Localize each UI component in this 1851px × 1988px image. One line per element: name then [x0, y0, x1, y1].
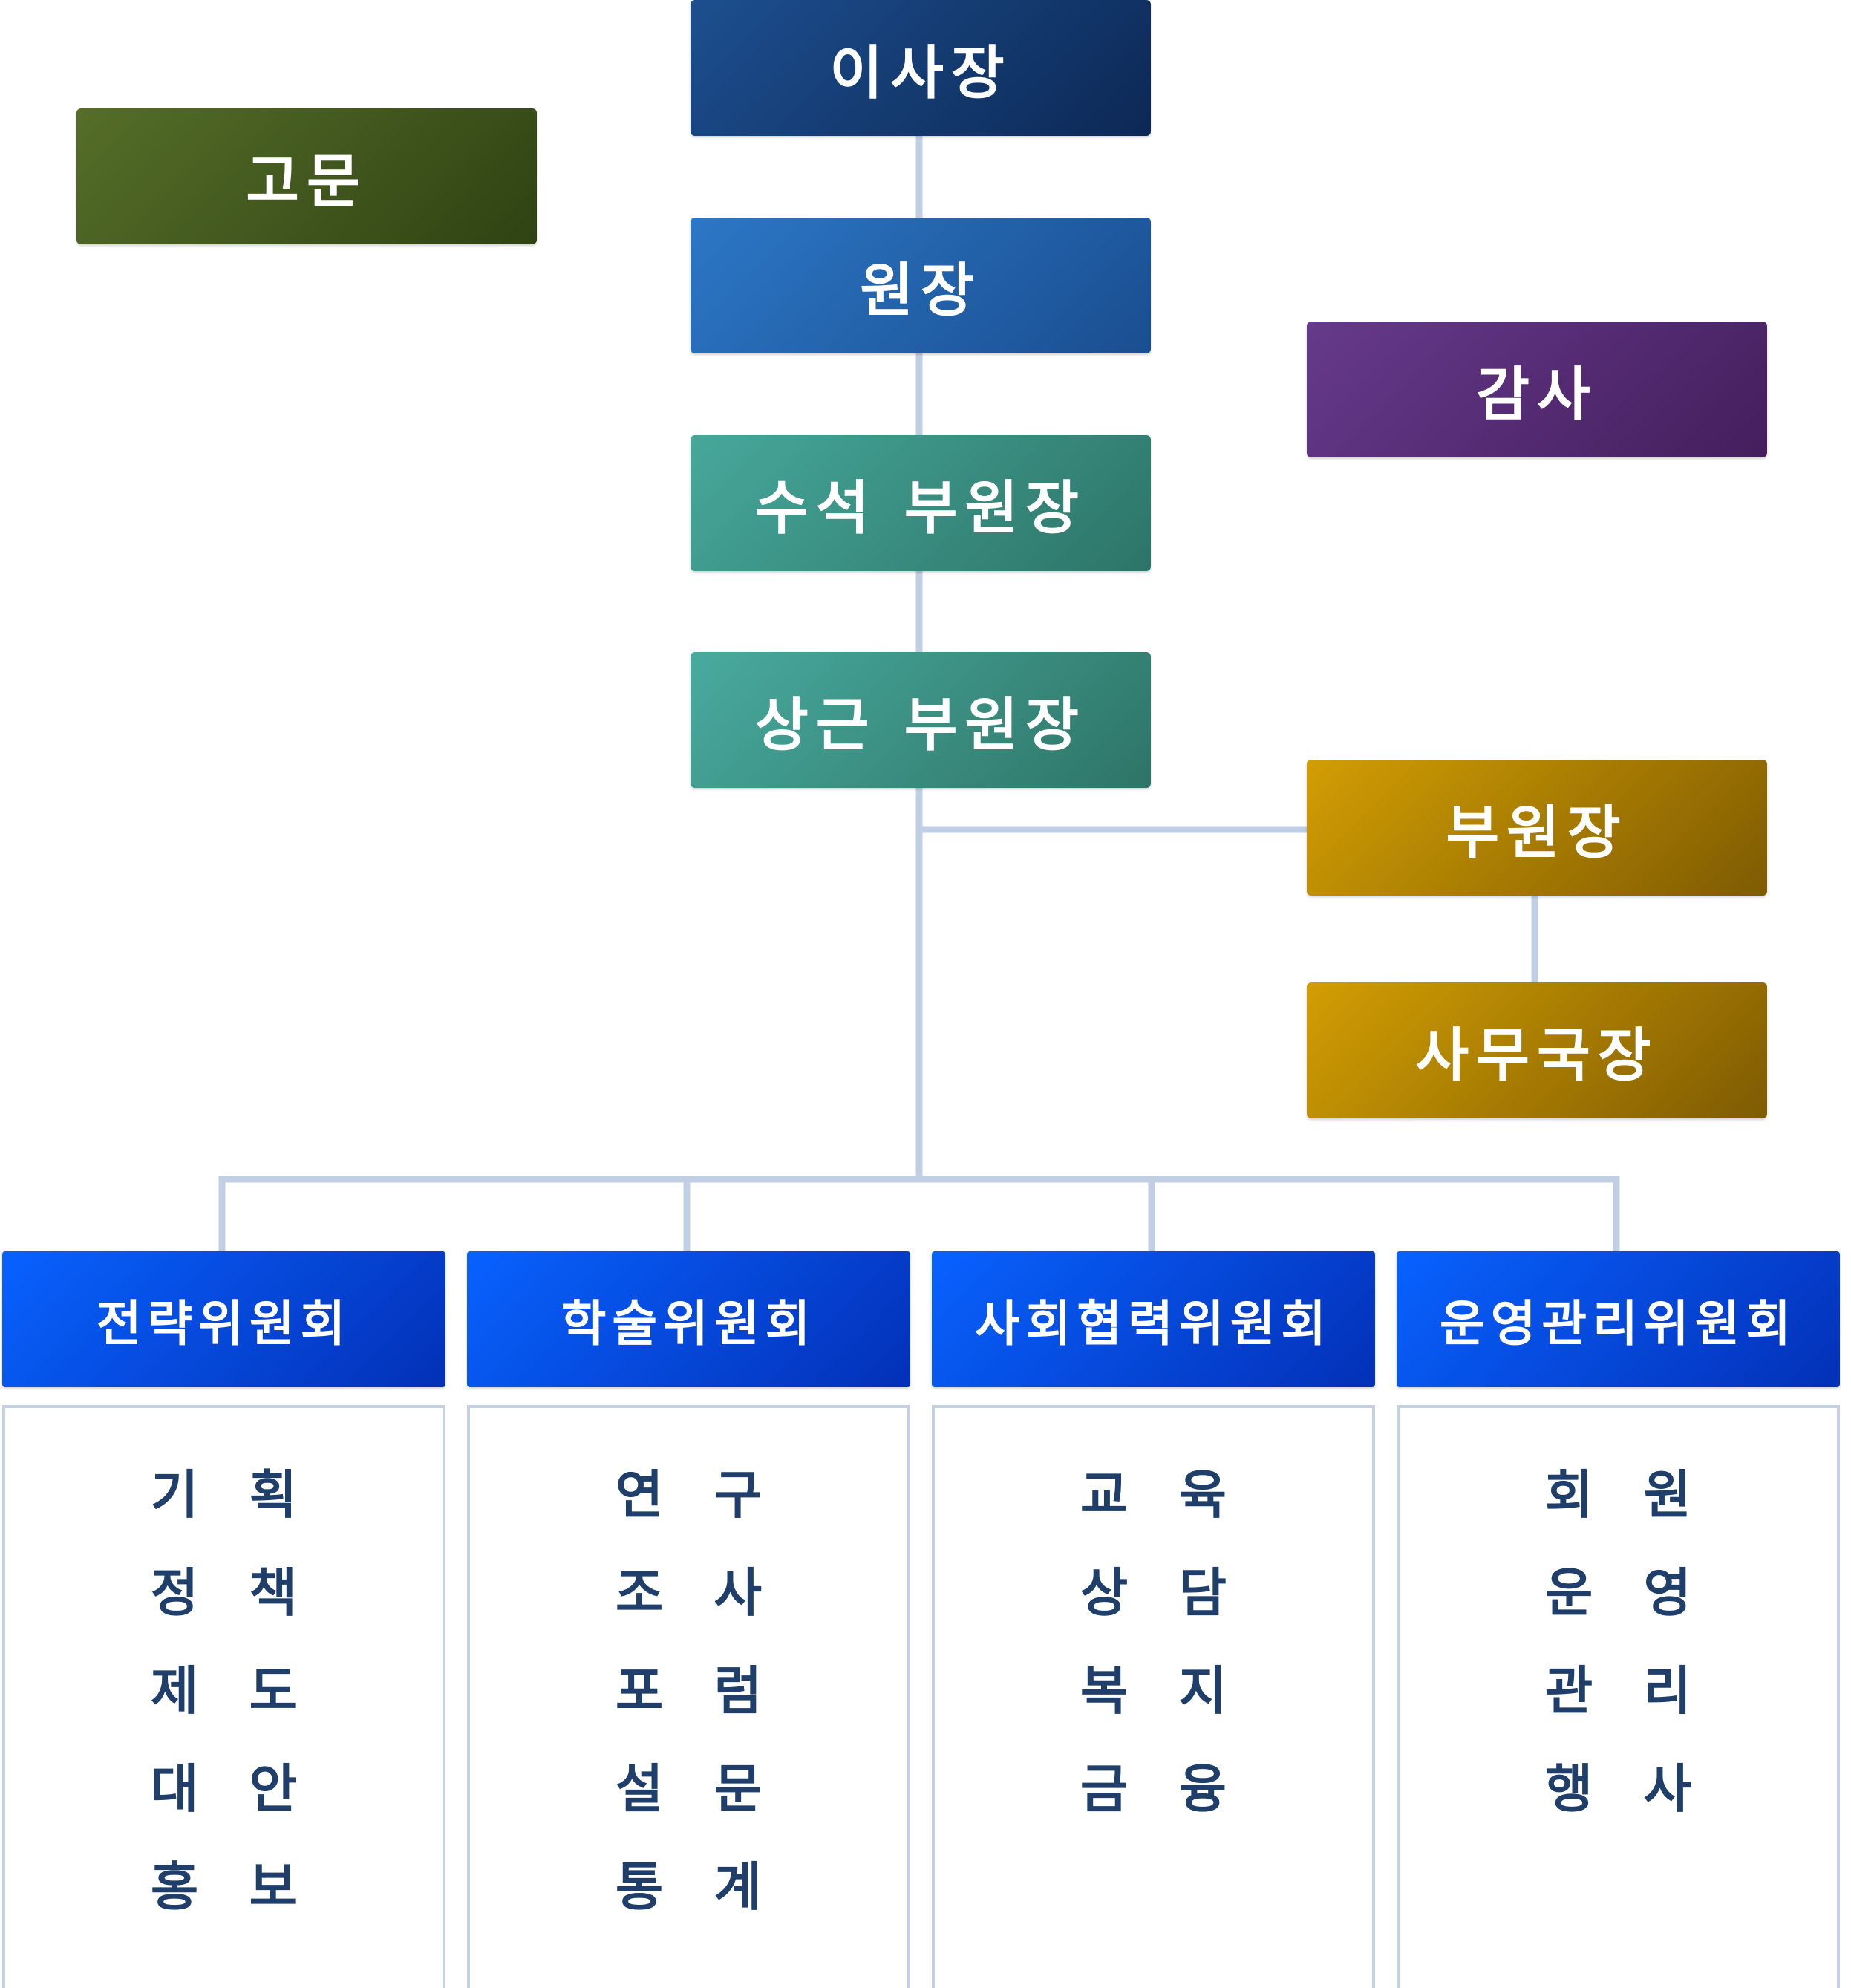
duty-item: 복 지: [1080, 1661, 1244, 1721]
duty-item: 설 문: [615, 1759, 779, 1819]
chairman-box: 이사장: [691, 0, 1151, 136]
duty-item: 행 사: [1544, 1759, 1708, 1819]
duty-panel-social-cooperation: 교 육 상 담 복 지 금 융: [932, 1405, 1375, 1988]
committee-box-academic: 학술위원회: [467, 1251, 910, 1387]
duty-panel-strategy: 기 획 정 책 제 도 대 안 홍 보: [2, 1405, 445, 1988]
advisor-box: 고문: [76, 108, 537, 244]
duty-item: 제 도: [150, 1661, 314, 1721]
auditor-box: 감사: [1307, 322, 1767, 457]
duty-panel-operations: 회 원 운 영 관 리 행 사: [1397, 1405, 1840, 1988]
duty-item: 정 책: [150, 1562, 314, 1623]
duty-item: 관 리: [1544, 1661, 1708, 1721]
standing-vice-president-box: 상근 부원장: [691, 652, 1151, 788]
committee-label: 사회협력위원회: [974, 1294, 1333, 1352]
senior-vice-president-label: 수석 부원장: [755, 475, 1086, 542]
committee-box-social-cooperation: 사회협력위원회: [932, 1251, 1375, 1387]
secretary-general-box: 사무국장: [1307, 982, 1767, 1118]
duty-item: 금 융: [1080, 1759, 1244, 1819]
vice-president-box: 부원장: [1307, 760, 1767, 896]
committee-label: 전략위원회: [96, 1294, 352, 1352]
committee-label: 학술위원회: [561, 1294, 817, 1352]
senior-vice-president-box: 수석 부원장: [691, 435, 1151, 571]
duty-item: 대 안: [150, 1759, 314, 1819]
duty-item: 연 구: [615, 1464, 779, 1525]
president-box: 원장: [691, 218, 1151, 353]
duty-item: 상 담: [1080, 1562, 1244, 1623]
duty-panel-academic: 연 구 조 사 포 럼 설 문 통 계: [467, 1405, 910, 1988]
vice-president-label: 부원장: [1446, 799, 1628, 867]
secretary-general-label: 사무국장: [1415, 1022, 1659, 1089]
advisor-label: 고문: [246, 148, 368, 215]
duty-item: 운 영: [1544, 1562, 1708, 1623]
committee-box-strategy: 전략위원회: [2, 1251, 445, 1387]
duty-item: 회 원: [1544, 1464, 1708, 1525]
president-label: 원장: [860, 257, 982, 325]
duty-item: 홍 보: [150, 1857, 314, 1917]
duty-item: 기 획: [150, 1464, 314, 1525]
committee-label: 운영관리위원회: [1439, 1294, 1798, 1352]
chairman-label: 이사장: [829, 39, 1012, 107]
duty-item: 교 육: [1080, 1464, 1244, 1525]
duty-item: 통 계: [615, 1857, 779, 1917]
duty-item: 조 사: [615, 1562, 779, 1623]
auditor-label: 감사: [1476, 361, 1598, 428]
committee-box-operations: 운영관리위원회: [1397, 1251, 1840, 1387]
standing-vice-president-label: 상근 부원장: [755, 691, 1086, 759]
duty-item: 포 럼: [615, 1661, 779, 1721]
